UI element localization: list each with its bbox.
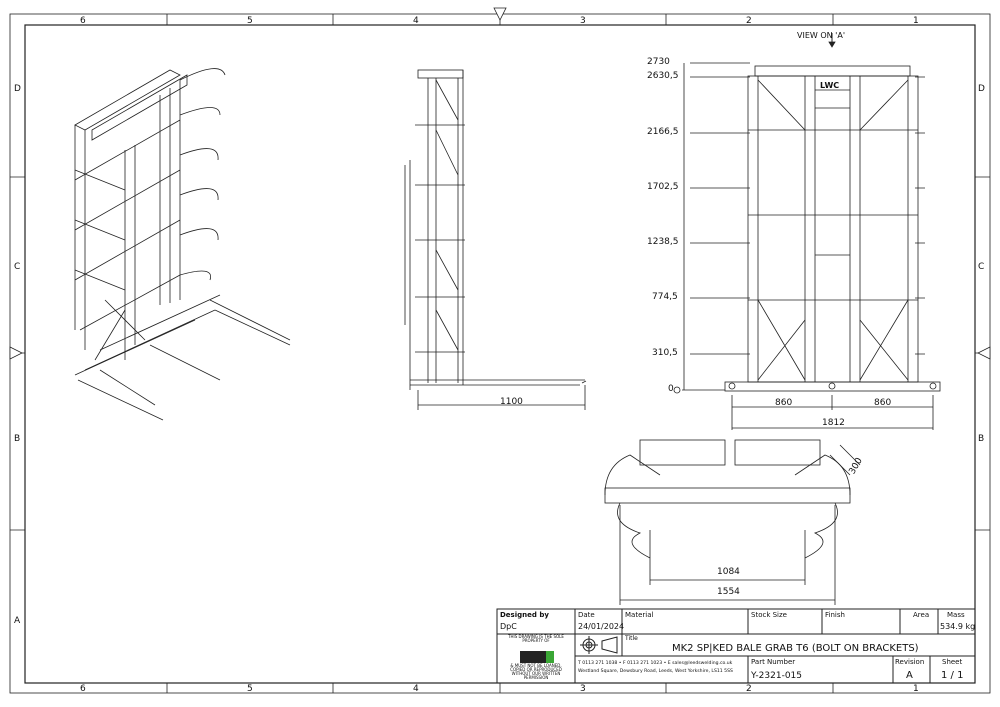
frame-logo: LWC bbox=[820, 81, 840, 90]
dim-height-774: 774,5 bbox=[652, 292, 678, 302]
dim-tine-length: 1100 bbox=[500, 397, 523, 407]
drawing-title: MK2 SP|KED BALE GRAB T6 (BOLT ON BRACKET… bbox=[672, 643, 919, 654]
contact-line2: Westland Square, Dewsbury Road, Leeds, W… bbox=[578, 669, 733, 674]
zone-col-5-bottom: 5 bbox=[247, 684, 253, 694]
mass: 534.9 kg bbox=[940, 622, 976, 631]
lwc-logo bbox=[520, 651, 554, 663]
zone-row-b-right: B bbox=[978, 434, 985, 444]
zone-col-6: 6 bbox=[80, 16, 86, 26]
part-number-label: Part Number bbox=[751, 658, 796, 666]
sheet-label: Sheet bbox=[942, 658, 963, 666]
zone-col-2: 2 bbox=[746, 16, 752, 26]
zone-row-d: D bbox=[14, 84, 21, 94]
ownership-top: THIS DRAWING IS THE SOLE PROPERTY OF bbox=[508, 634, 564, 643]
dim-outer-width: 1554 bbox=[717, 587, 740, 597]
dim-half-right: 860 bbox=[874, 398, 892, 408]
dim-height-2730: 2730 bbox=[647, 57, 670, 67]
dim-half-left: 860 bbox=[775, 398, 793, 408]
title-block: Designed by DpC Date 24/01/2024 Material… bbox=[497, 609, 975, 683]
dim-height-310: 310,5 bbox=[652, 348, 678, 358]
designed-by-label: Designed by bbox=[500, 611, 549, 619]
date: 24/01/2024 bbox=[578, 622, 625, 631]
side-view bbox=[404, 69, 587, 410]
revision: A bbox=[906, 670, 913, 681]
dim-height-0: 0 bbox=[668, 384, 674, 394]
zone-col-2-bottom: 2 bbox=[746, 684, 752, 694]
dim-height-2166: 2166,5 bbox=[647, 127, 679, 137]
zone-row-a: A bbox=[14, 616, 21, 626]
ownership-bottom: & MUST NOT BE LOANED, COPIED OR REPRODUC… bbox=[510, 663, 562, 680]
date-label: Date bbox=[578, 611, 595, 619]
top-view bbox=[604, 439, 861, 605]
stock-size-label: Stock Size bbox=[751, 611, 787, 619]
area-label: Area bbox=[913, 611, 930, 619]
dim-height-1238: 1238,5 bbox=[647, 237, 679, 247]
revision-label: Revision bbox=[895, 658, 925, 666]
zone-row-d-right: D bbox=[978, 84, 985, 94]
mass-label: Mass bbox=[947, 611, 965, 619]
zone-col-6-bottom: 6 bbox=[80, 684, 86, 694]
material-label: Material bbox=[625, 611, 654, 619]
dim-overall-width: 1812 bbox=[822, 418, 845, 428]
zone-ticks bbox=[9, 7, 991, 693]
outer-border bbox=[9, 13, 991, 694]
contact-line1: T 0113 271 1038 • F 0113 271 1023 • E sa… bbox=[578, 661, 733, 666]
zone-col-4: 4 bbox=[413, 16, 419, 26]
zone-col-1: 1 bbox=[913, 16, 919, 26]
title-block-grid bbox=[496, 608, 976, 684]
zone-row-b: B bbox=[14, 434, 21, 444]
zone-col-4-bottom: 4 bbox=[413, 684, 419, 694]
part-number: Y-2321-015 bbox=[751, 671, 803, 681]
finish-label: Finish bbox=[825, 611, 845, 619]
title-label: Title bbox=[625, 635, 638, 642]
zone-row-c: C bbox=[14, 262, 21, 272]
dim-height-1702: 1702,5 bbox=[647, 182, 679, 192]
sheet: 1 / 1 bbox=[941, 670, 964, 681]
zone-row-c-right: C bbox=[978, 262, 985, 272]
isometric-view bbox=[74, 68, 291, 421]
zone-col-3: 3 bbox=[580, 16, 586, 26]
front-view bbox=[673, 33, 941, 430]
zone-col-3-bottom: 3 bbox=[580, 684, 586, 694]
dim-height-2630: 2630,5 bbox=[647, 71, 679, 81]
designed-by: DpC bbox=[500, 622, 517, 631]
zone-col-1-bottom: 1 bbox=[913, 684, 919, 694]
dim-inner-width: 1084 bbox=[717, 567, 740, 577]
zone-col-5: 5 bbox=[247, 16, 253, 26]
view-label: VIEW ON 'A' bbox=[797, 31, 846, 40]
